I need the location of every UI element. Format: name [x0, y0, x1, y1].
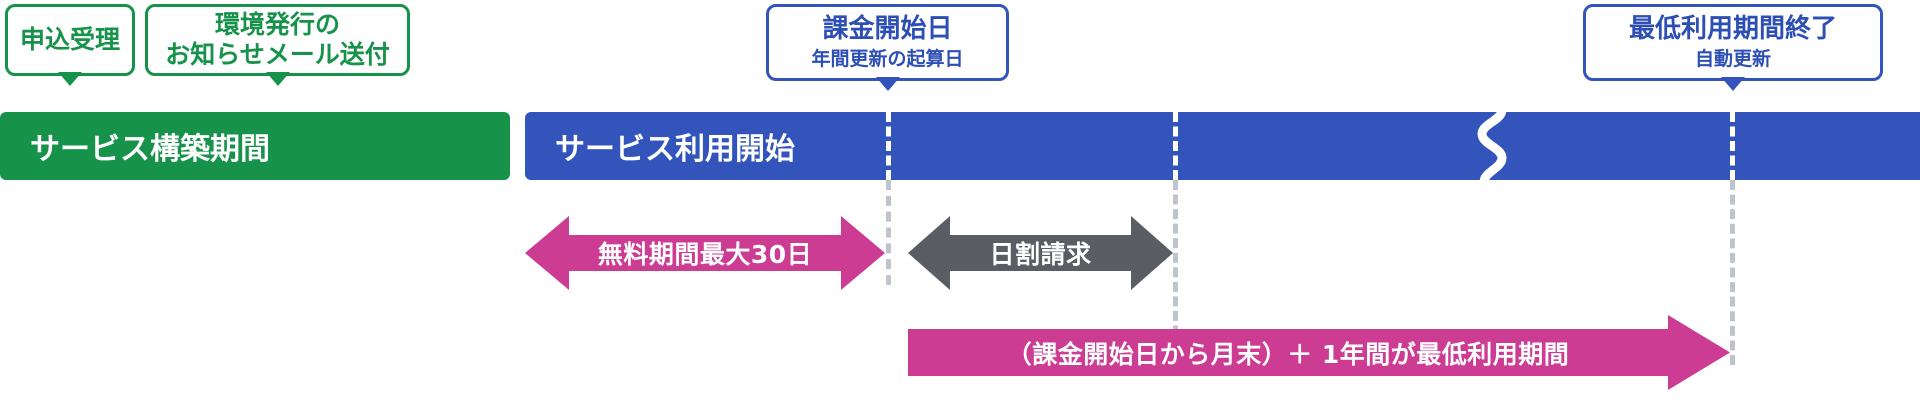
callout-tail-icon: [58, 72, 82, 86]
callout-title: 最低利用期間終了: [1628, 14, 1837, 45]
double-arrow-shape-icon: [525, 216, 885, 290]
callout-title: 課金開始日: [822, 14, 953, 45]
bar-service-build-period: サービス構築期間: [0, 112, 510, 180]
bar-label: サービス利用開始: [555, 132, 795, 167]
marker-term-end-onbar: [1730, 112, 1735, 180]
callout-billing-start-date: 課金開始日 年間更新の起算日: [766, 4, 1009, 91]
marker-month-end-offbar: [1173, 180, 1178, 350]
callout-tail-icon: [875, 77, 900, 91]
marker-term-end-offbar: [1730, 180, 1735, 365]
callout-minimum-term-end: 最低利用期間終了 自動更新: [1583, 4, 1883, 91]
callout-tail-icon: [265, 72, 290, 86]
callout-application-accepted: 申込受理: [5, 4, 135, 86]
arrow-minimum-usage-period: （課金開始日から月末）＋ 1年間が最低利用期間: [908, 315, 1730, 390]
callout-title: 環境発行の お知らせメール送付: [165, 9, 390, 70]
bar-service-usage-start: サービス利用開始: [525, 112, 1920, 180]
arrow-free-period: 無料期間最大30日: [525, 213, 885, 293]
arrow-label: 無料期間最大30日: [597, 240, 813, 269]
callout-subtitle: 自動更新: [1694, 47, 1771, 70]
callout-subtitle: 年間更新の起算日: [811, 47, 964, 70]
marker-billing-start-offbar: [886, 180, 891, 285]
callout-title: 申込受理: [19, 24, 120, 54]
marker-month-end-onbar: [1173, 112, 1178, 180]
callout-tail-icon: [1721, 77, 1745, 91]
arrow-label: 日割請求: [989, 240, 1092, 269]
bar-label: サービス構築期間: [30, 132, 270, 167]
marker-billing-start-onbar: [886, 112, 891, 180]
callout-environment-issued-mail: 環境発行の お知らせメール送付: [145, 4, 410, 86]
double-arrow-shape-icon: [908, 216, 1173, 290]
arrow-label: （課金開始日から月末）＋ 1年間が最低利用期間: [1006, 339, 1570, 369]
arrow-prorated-billing: 日割請求: [908, 213, 1173, 293]
right-arrow-shape-icon: [908, 315, 1730, 390]
